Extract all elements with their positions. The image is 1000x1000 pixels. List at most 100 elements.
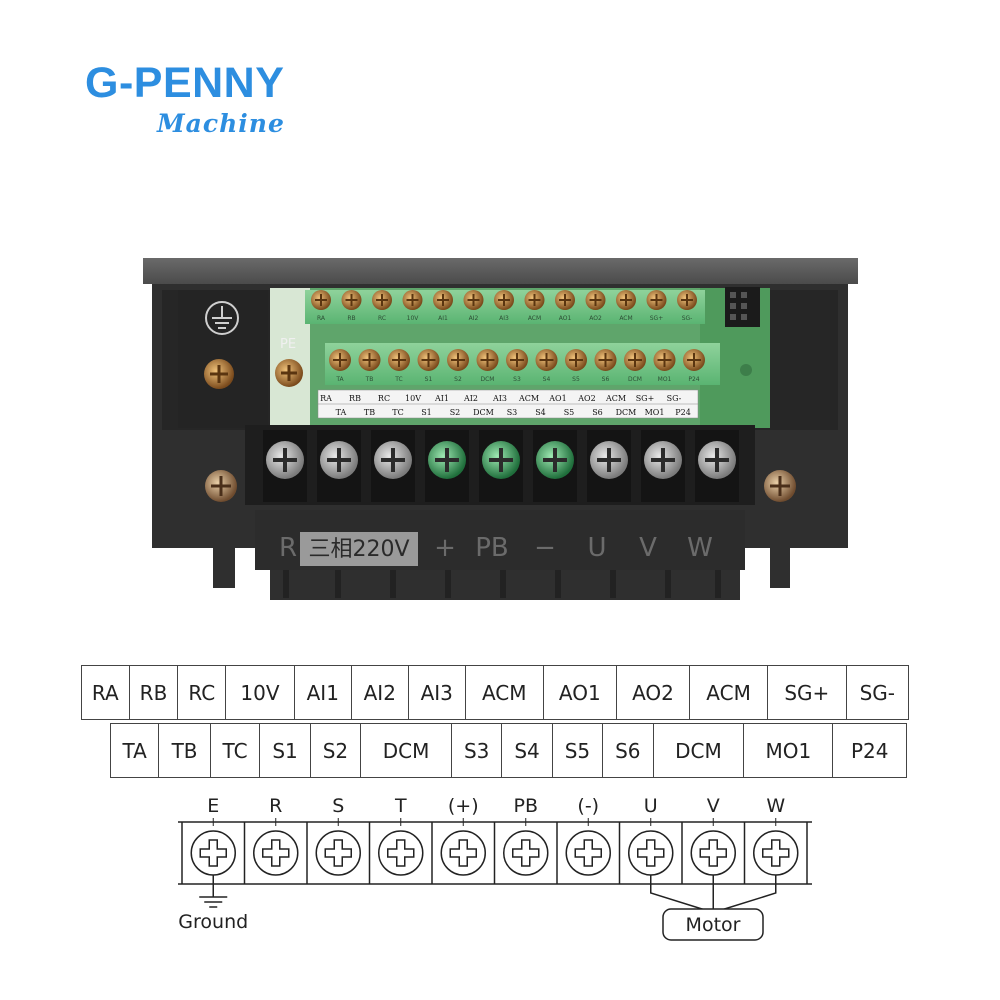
- terminal-screw-icon: [690, 830, 736, 876]
- strip-top-label: RC: [378, 394, 390, 403]
- control-terminal-cell: AI3: [407, 665, 466, 720]
- board-top-label: ACM: [619, 315, 632, 322]
- strip-top-label: AI3: [492, 394, 507, 403]
- strip-top-label: AO1: [548, 394, 566, 403]
- control-terminal-cell: TA: [109, 723, 160, 778]
- control-terminal-cell: TC: [209, 723, 261, 778]
- strip-top-label: ACM: [518, 394, 539, 403]
- terminal-screw-icon: [315, 830, 361, 876]
- board-top-label: ACM: [528, 315, 541, 322]
- board-bottom-screw-icon: [447, 349, 469, 371]
- terminal-screw-icon: [753, 830, 799, 876]
- molded-power-label: R: [279, 533, 297, 563]
- strip-top-label: AO2: [577, 394, 595, 403]
- strip-bottom-label: TC: [392, 408, 403, 417]
- board-top-screw-icon: [494, 290, 514, 310]
- board-top-label: AI3: [499, 315, 509, 322]
- board-top-screw-icon: [616, 290, 636, 310]
- control-terminal-cell: SG+: [767, 665, 847, 720]
- strip-bottom-label: TA: [336, 408, 347, 417]
- pe-label: PE: [280, 337, 296, 352]
- power-terminal-label: U: [644, 795, 658, 817]
- molded-power-label: V: [639, 533, 657, 563]
- control-terminal-cell: SG-: [845, 665, 910, 720]
- power-screw-icon: [371, 430, 415, 502]
- power-terminal-label: E: [207, 795, 219, 817]
- brand-tagline: Machine: [157, 109, 285, 138]
- molded-power-label: W: [687, 533, 713, 563]
- molded-power-label: U: [587, 533, 606, 563]
- control-terminal-cell: RA: [81, 665, 130, 720]
- board-top-label: SG+: [650, 315, 664, 322]
- board-bottom-label: P24: [688, 376, 699, 383]
- control-terminal-cell: ACM: [689, 665, 769, 720]
- board-bottom-label: TB: [365, 376, 374, 383]
- strip-top-label: ACM: [605, 394, 626, 403]
- strip-bottom-label: S2: [450, 408, 461, 417]
- board-bottom-screw-icon: [565, 349, 587, 371]
- board-top-screw-icon: [646, 290, 667, 310]
- molded-power-label: −: [534, 533, 556, 563]
- molded-power-label: PB: [475, 533, 509, 563]
- control-terminal-cell: AI1: [293, 665, 352, 720]
- strip-top-label: RA: [320, 394, 332, 403]
- control-terminal-cell: S6: [602, 723, 654, 778]
- terminal-screw-icon: [253, 830, 299, 876]
- control-terminal-cell: MO1: [743, 723, 834, 778]
- strip-bottom-label: DCM: [473, 408, 494, 417]
- board-bottom-label: S4: [543, 376, 551, 383]
- board-bottom-screw-icon: [535, 349, 558, 371]
- ground-label: Ground: [178, 911, 248, 933]
- strip-bottom-label: S4: [535, 408, 546, 417]
- board-top-screw-icon: [433, 290, 453, 310]
- board-bottom-label: DCM: [628, 376, 642, 383]
- board-bottom-screw-icon: [624, 349, 646, 371]
- power-terminal-label: R: [269, 795, 282, 817]
- board-top-label: RA: [317, 315, 326, 322]
- board-top-label: 10V: [407, 315, 420, 322]
- power-terminal-label: PB: [514, 795, 539, 817]
- board-bottom-label: TA: [335, 376, 344, 383]
- board-bottom-screw-icon: [388, 349, 410, 371]
- board-top-screw-icon: [311, 290, 331, 310]
- strip-top-label: AI1: [434, 394, 449, 403]
- control-terminal-cell: S2: [309, 723, 362, 778]
- power-screw-icon: [587, 430, 631, 502]
- control-terminal-cell: TB: [158, 723, 211, 778]
- board-top-screw-icon: [402, 290, 423, 310]
- control-terminal-cell: DCM: [652, 723, 745, 778]
- board-top-screw-icon: [555, 290, 575, 310]
- control-terminal-cell: S3: [450, 723, 503, 778]
- power-screw-icon: [641, 430, 685, 502]
- control-terminal-cell: ACM: [464, 665, 544, 720]
- board-top-screw-icon: [585, 290, 606, 310]
- terminal-screw-icon: [628, 830, 674, 876]
- strip-top-label: AI2: [463, 394, 478, 403]
- board-top-screw-icon: [341, 290, 362, 310]
- strip-bottom-label: S1: [421, 408, 432, 417]
- strip-top-label: SG-: [667, 394, 682, 403]
- power-terminal-label: V: [707, 795, 720, 817]
- terminal-screw-icon: [565, 830, 611, 876]
- board-bottom-label: MO1: [658, 376, 672, 383]
- device-top-cover: [143, 258, 858, 284]
- ground-symbol-icon: [205, 301, 239, 335]
- strip-bottom-label: DCM: [616, 408, 637, 417]
- control-terminal-cell: S5: [551, 723, 604, 778]
- strip-bottom-label: P24: [675, 408, 691, 417]
- board-bottom-screw-icon: [476, 349, 499, 371]
- molded-power-label: 三相220V: [308, 537, 409, 562]
- board-bottom-label: S1: [425, 376, 433, 383]
- power-screw-icon: [263, 430, 307, 502]
- board-top-screw-icon: [524, 290, 545, 310]
- board-top-label: SG-: [682, 315, 693, 322]
- brand-name: G-PENNY: [85, 59, 285, 107]
- control-terminal-cell: DCM: [360, 723, 452, 778]
- board-bottom-label: S5: [572, 376, 580, 383]
- board-bottom-screw-icon: [329, 349, 351, 371]
- board-bottom-screw-icon: [506, 349, 528, 371]
- board-top-screw-icon: [463, 290, 484, 310]
- strip-bottom-label: S5: [564, 408, 575, 417]
